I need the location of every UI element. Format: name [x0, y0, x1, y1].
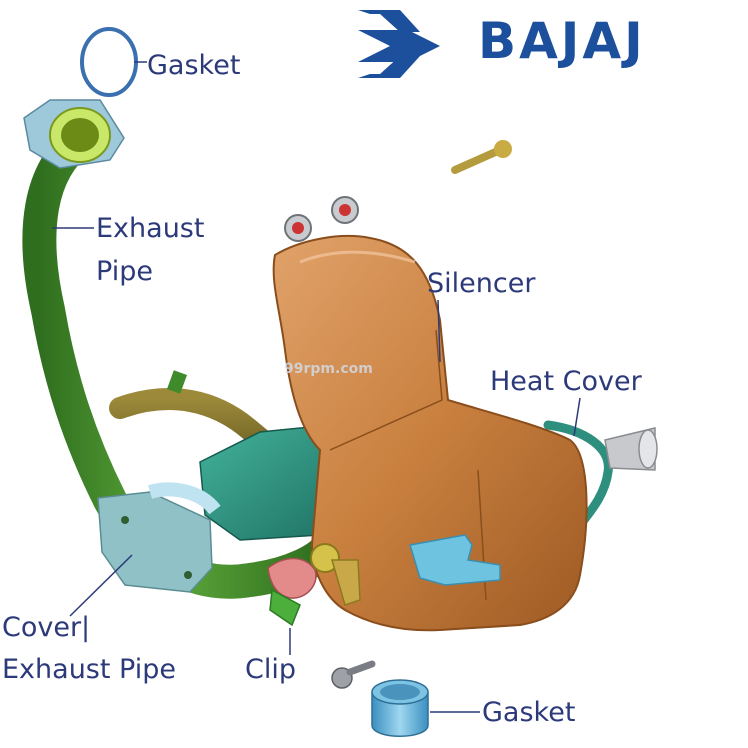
bajaj-logo-icon	[358, 10, 440, 78]
label-cover-line2: Exhaust Pipe	[2, 654, 176, 685]
gasket-bottom-part	[371, 679, 429, 737]
gasket-top-part	[80, 27, 138, 97]
exhaust-flange-part	[23, 99, 125, 169]
label-cover-line1: Cover|	[2, 612, 91, 643]
screw-part	[331, 660, 376, 689]
connector-pipe-part	[109, 388, 291, 466]
pipe-cover-part	[97, 482, 221, 593]
label-exhaust-pipe-line1: Exhaust	[96, 213, 205, 244]
clip-part	[267, 543, 361, 627]
cover-leader	[69, 554, 133, 617]
exhaust-pipe-part	[22, 123, 347, 599]
brand-wordmark: BAJAJ	[478, 12, 646, 70]
label-silencer: Silencer	[427, 268, 536, 299]
watermark-text: 99rpm.com	[284, 361, 373, 377]
bolt-part	[451, 140, 512, 174]
tailpipe-tip-part	[604, 427, 658, 471]
label-clip: Clip	[245, 654, 296, 685]
label-exhaust-pipe-line2: Pipe	[96, 256, 153, 287]
label-gasket-top: Gasket	[147, 50, 241, 81]
silencer-part	[272, 196, 588, 632]
label-heat-cover: Heat Cover	[490, 366, 642, 397]
silencer-leader	[437, 299, 441, 363]
heat-cover-leader	[573, 397, 581, 437]
label-gasket-bottom: Gasket	[482, 697, 576, 728]
